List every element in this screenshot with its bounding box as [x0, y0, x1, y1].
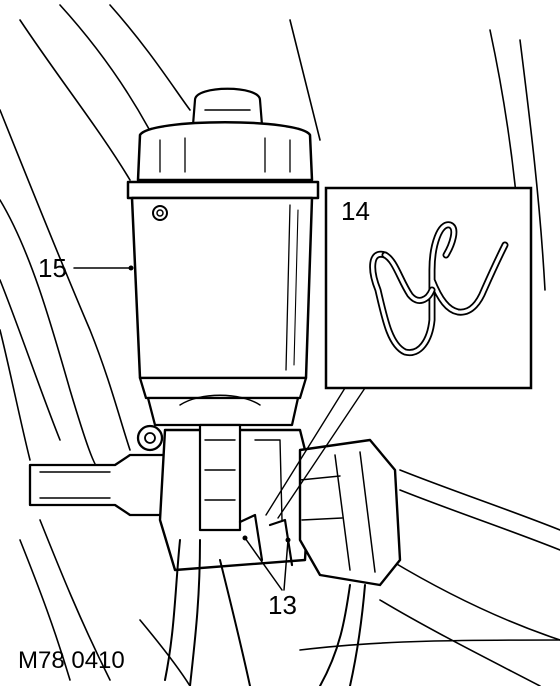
electrical-connector: [298, 438, 402, 587]
background-contour-lines: [0, 4, 560, 686]
leader-15-dot: [128, 265, 134, 271]
retaining-clips: [238, 513, 294, 567]
inset-clip-detail: [265, 186, 533, 519]
callout-15: 15: [38, 253, 67, 283]
connector-block: [198, 423, 242, 532]
outlet-pipe: [28, 453, 167, 517]
spring-clip-illustration: [369, 221, 509, 357]
leader-13-dot-a: [242, 535, 248, 541]
mounting-lug: [136, 424, 164, 452]
pump-housing: [158, 423, 312, 572]
leader-13-a: [244, 537, 283, 591]
inset-leader-left: [265, 387, 346, 516]
callout-13: 13: [268, 590, 297, 620]
inset-leader-right: [277, 387, 366, 519]
callout-leaders: [73, 267, 289, 591]
leader-13-dot-b: [285, 537, 291, 543]
wire-harness: [164, 539, 366, 686]
vent-hole: [152, 205, 168, 221]
pump-motor-body: [126, 87, 320, 427]
figure-id: M78 0410: [18, 647, 125, 674]
leader-13-b: [283, 539, 289, 591]
callout-14: 14: [341, 196, 370, 226]
